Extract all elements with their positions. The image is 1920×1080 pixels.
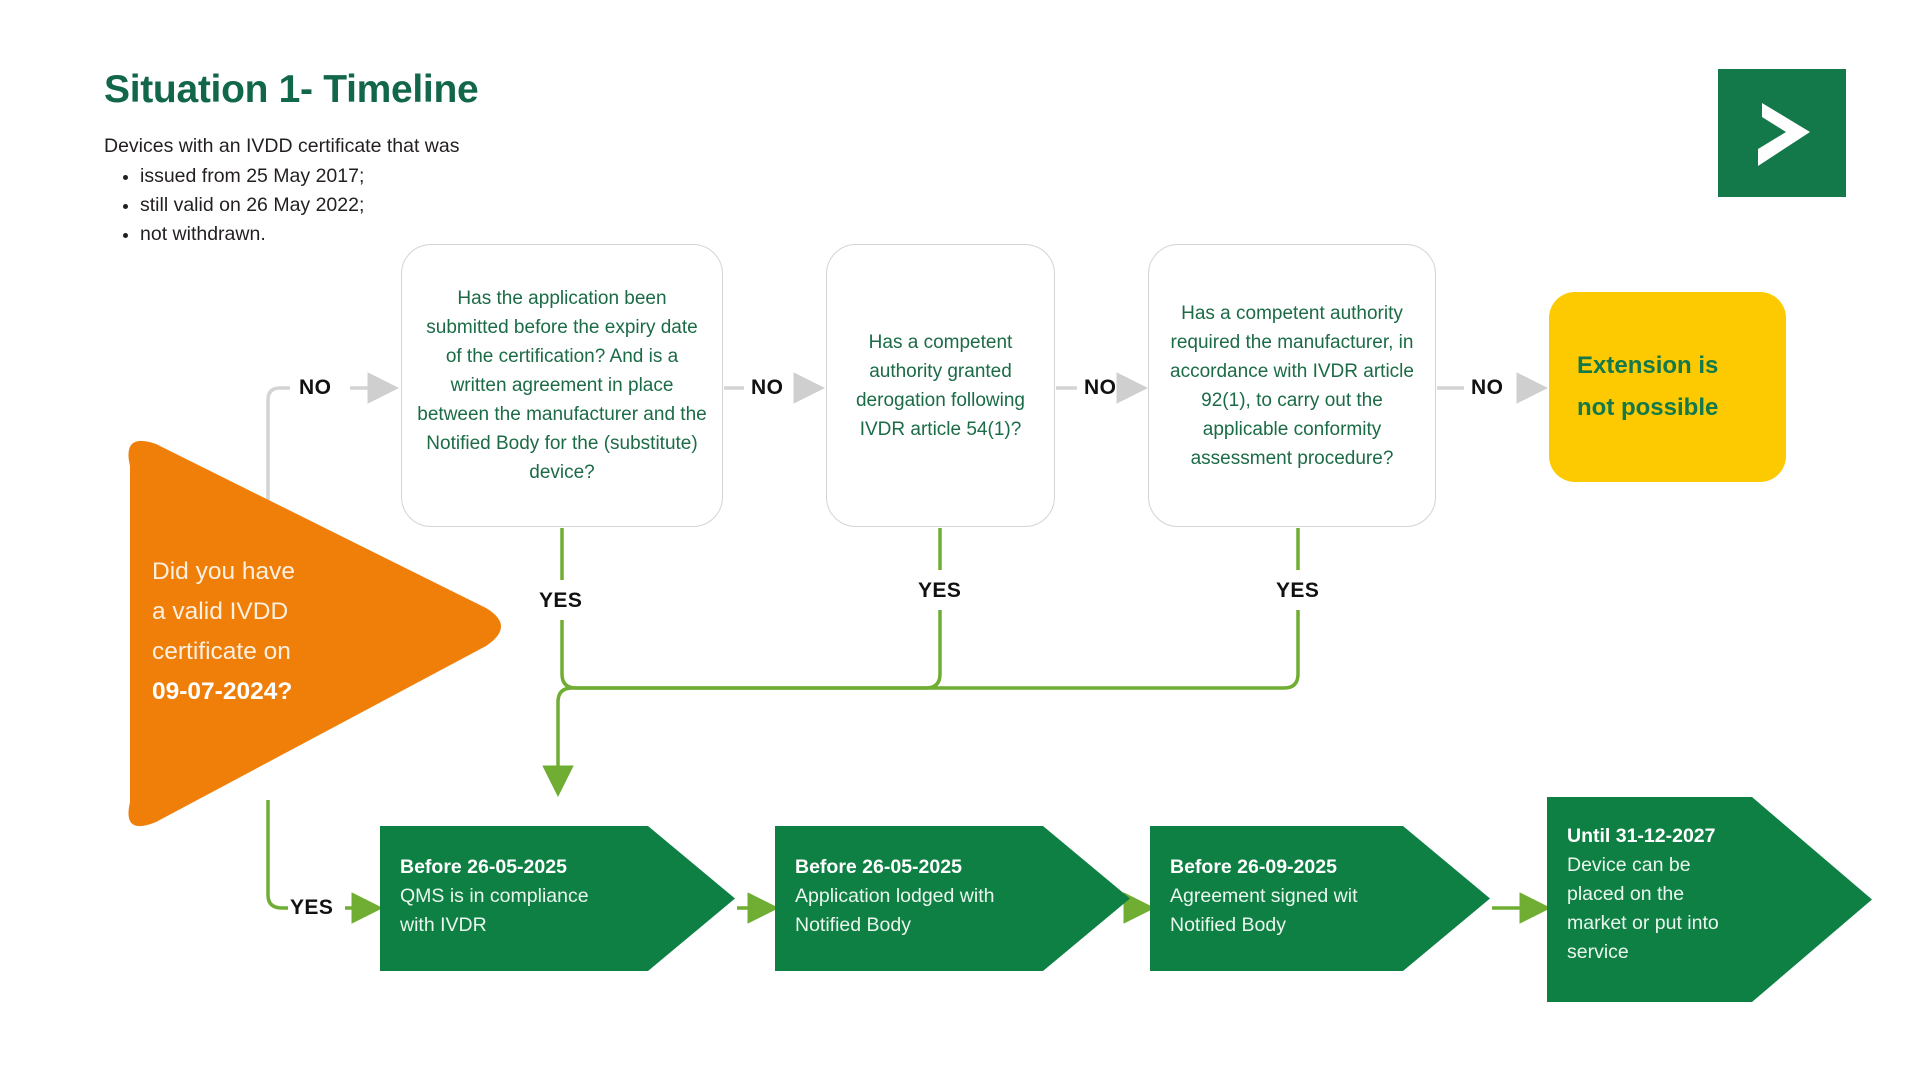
terminal-line-2: not possible xyxy=(1577,394,1719,421)
edge-label-no-4: NO xyxy=(1471,376,1504,399)
edge-label-yes-3: YES xyxy=(1276,579,1320,602)
decision-box-1[interactable]: Has the application been submitted befor… xyxy=(401,244,723,527)
step-line-2: Notified Body xyxy=(795,914,911,936)
decision-box-3-text: Has a competent authority required the m… xyxy=(1170,302,1414,469)
page-title: Situation 1- Timeline xyxy=(104,68,479,111)
decision-box-3[interactable]: Has a competent authority required the m… xyxy=(1148,244,1436,527)
decision-box-2[interactable]: Has a competent authority granted deroga… xyxy=(826,244,1055,527)
step-line-1: Device can be xyxy=(1567,854,1691,876)
start-node-label: Did you have a valid IVDD certificate on… xyxy=(152,552,392,712)
orange-arrow-shape xyxy=(128,440,501,827)
chevron-shape xyxy=(1150,826,1490,971)
decision-box-1-text: Has the application been submitted befor… xyxy=(417,288,707,483)
edge-yes-d1-lower xyxy=(560,620,918,690)
step-node-agreement[interactable]: Before 26-09-2025 Agreement signed wit N… xyxy=(1150,826,1490,971)
start-line-3: certificate on xyxy=(152,638,291,665)
edge-label-yes-2: YES xyxy=(918,579,962,602)
decision-box-2-text: Has a competent authority granted deroga… xyxy=(855,331,1025,440)
step-line-3: market or put into xyxy=(1567,912,1719,934)
edge-label-no-3: NO xyxy=(1084,376,1117,399)
chevron-shape xyxy=(775,826,1130,971)
edge-yes-bus-to-step1 xyxy=(542,686,918,797)
edge-label-no-2: NO xyxy=(751,376,784,399)
edge-yes-d2-lower xyxy=(918,610,942,690)
step-node-market[interactable]: Until 31-12-2027 Device can be placed on… xyxy=(1547,797,1872,1002)
step-node-qms-label: Before 26-05-2025 QMS is in compliance w… xyxy=(400,853,700,940)
list-item: not withdrawn. xyxy=(140,220,364,249)
step-line-2: Notified Body xyxy=(1170,914,1286,936)
step-line-4: service xyxy=(1567,941,1629,963)
chevron-shape xyxy=(1547,797,1872,1002)
step-node-application[interactable]: Before 26-05-2025 Application lodged wit… xyxy=(775,826,1130,971)
step-date: Before 26-05-2025 xyxy=(400,856,567,878)
start-line-2: a valid IVDD xyxy=(152,598,289,625)
terminal-line-1: Extension is xyxy=(1577,352,1719,379)
edge-label-no-1: NO xyxy=(299,376,332,399)
terminal-extension-not-possible[interactable]: Extension is not possible xyxy=(1549,292,1786,482)
edge-label-yes-1: YES xyxy=(539,589,583,612)
step-line-2: placed on the xyxy=(1567,883,1685,905)
intro-text: Devices with an IVDD certificate that wa… xyxy=(104,135,460,157)
play-arrow-icon xyxy=(1758,103,1810,166)
start-line-1: Did you have xyxy=(152,558,296,585)
step-node-agreement-label: Before 26-09-2025 Agreement signed wit N… xyxy=(1170,853,1435,940)
step-line-1: QMS is in compliance xyxy=(400,885,589,907)
brand-logo xyxy=(1718,69,1846,197)
list-item: still valid on 26 May 2022; xyxy=(140,191,364,220)
edge-yes-d3-lower xyxy=(918,610,1300,690)
step-date: Before 26-05-2025 xyxy=(795,856,962,878)
step-node-qms[interactable]: Before 26-05-2025 QMS is in compliance w… xyxy=(380,826,735,971)
edge-label-yes-start: YES xyxy=(290,896,334,919)
list-item: issued from 25 May 2017; xyxy=(140,162,364,191)
step-node-application-label: Before 26-05-2025 Application lodged wit… xyxy=(795,853,1095,940)
chevron-shape xyxy=(380,826,735,971)
start-node[interactable] xyxy=(100,418,512,848)
step-line-1: Application lodged with xyxy=(795,885,995,907)
step-line-1: Agreement signed wit xyxy=(1170,885,1358,907)
step-date: Before 26-09-2025 xyxy=(1170,856,1337,878)
step-date: Until 31-12-2027 xyxy=(1567,825,1716,847)
step-node-market-label: Until 31-12-2027 Device can be placed on… xyxy=(1567,822,1802,967)
condition-list: issued from 25 May 2017; still valid on … xyxy=(104,162,364,249)
start-line-4: 09-07-2024? xyxy=(152,678,293,705)
step-line-2: with IVDR xyxy=(400,914,487,936)
